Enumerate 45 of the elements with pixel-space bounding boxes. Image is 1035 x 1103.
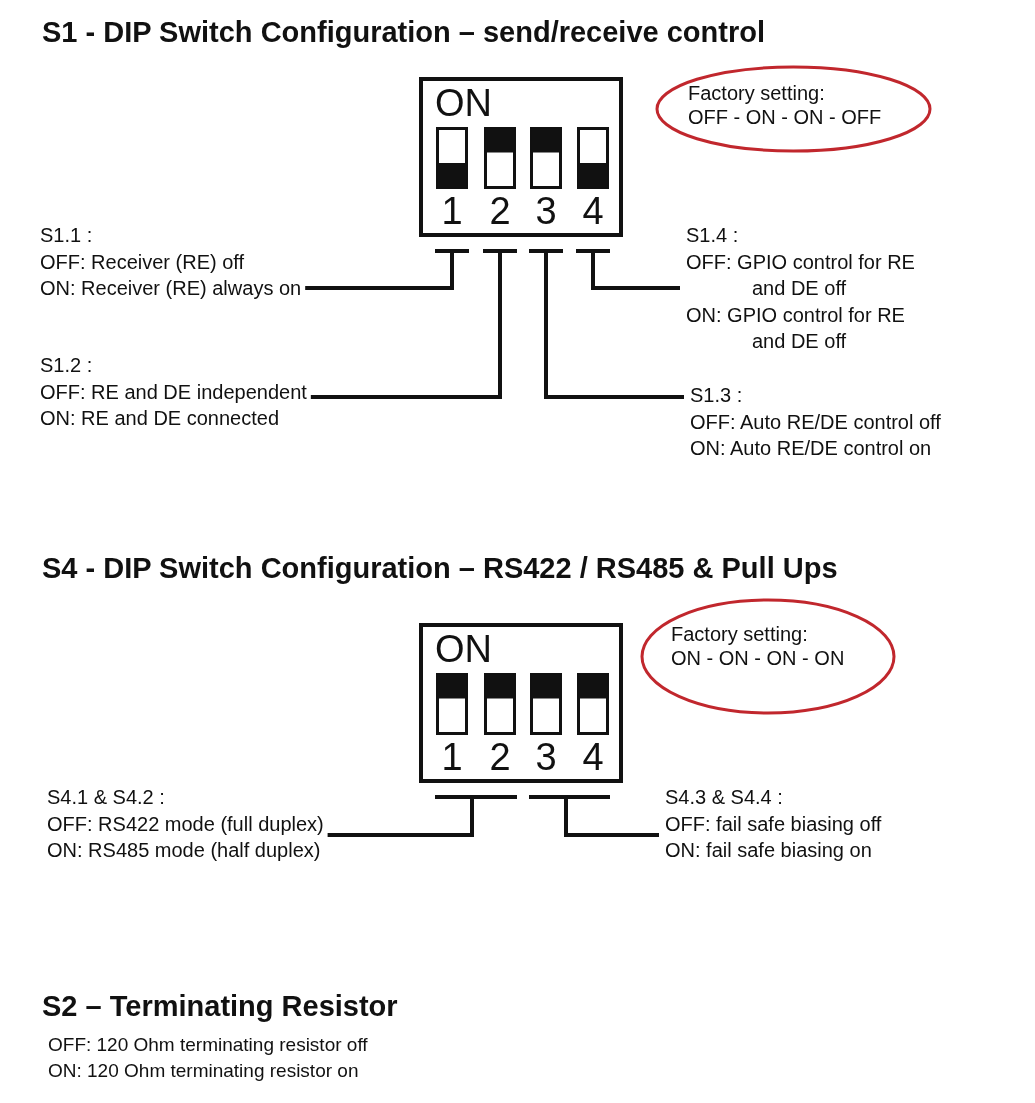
factory-setting-text: OFF - ON - ON - OFF [688, 105, 883, 129]
dip-switch [419, 623, 623, 783]
leader-line [564, 795, 661, 837]
setting-description: ON: GPIO control for RE and DE off [686, 302, 906, 354]
leader-line [308, 249, 519, 399]
switch-label: S1.4 : [686, 223, 740, 248]
dip-switch [419, 77, 623, 237]
setting-description: ON: 120 Ohm terminating resistor on [48, 1060, 359, 1082]
factory-setting-text: ON - ON - ON - ON [671, 646, 846, 670]
setting-description: OFF: fail safe biasing off [665, 811, 882, 837]
switch-label: S1.3 : [690, 383, 744, 408]
switch-number: 3 [535, 737, 557, 777]
switch-number: 2 [489, 191, 511, 231]
setting-description: ON: Receiver (RE) always on [40, 276, 302, 301]
on-label: ON [435, 83, 492, 123]
setting-description: ON: fail safe biasing on [665, 838, 873, 863]
setting-description: OFF: 120 Ohm terminating resistor off [48, 1034, 368, 1056]
leader-line [527, 249, 686, 399]
setting-description: ON: Auto RE/DE control on [690, 436, 933, 461]
section-heading: S2 – Terminating Resistor [42, 990, 398, 1023]
switch-number: 1 [441, 737, 463, 777]
on-label: ON [435, 629, 492, 669]
factory-setting-text: Factory setting: [671, 622, 809, 646]
section-heading: S1 - DIP Switch Configuration – send/receive control [42, 16, 765, 49]
setting-description: OFF: Receiver (RE) off [40, 249, 246, 275]
section-heading: S4 - DIP Switch Configuration – RS422 / RS485 & Pull Ups [42, 552, 838, 585]
switch-label: S4.1 & S4.2 : [47, 785, 166, 810]
setting-description: ON: RS485 mode (half duplex) [47, 838, 322, 863]
switch-number: 1 [441, 191, 463, 231]
setting-description: OFF: Auto RE/DE control off [690, 409, 941, 435]
leader-line [325, 795, 519, 837]
factory-setting-text: Factory setting: [688, 81, 826, 105]
switch-label: S4.3 & S4.4 : [665, 785, 784, 810]
setting-description: OFF: GPIO control for RE and DE off [686, 249, 916, 301]
switch-number: 2 [489, 737, 511, 777]
leader-line [303, 249, 471, 290]
switch-number: 3 [535, 191, 557, 231]
switch-label: S1.1 : [40, 223, 94, 248]
switch-number: 4 [582, 737, 604, 777]
setting-description: OFF: RS422 mode (full duplex) [47, 811, 324, 837]
switch-number: 4 [582, 191, 604, 231]
leader-line [574, 249, 682, 290]
setting-description: OFF: RE and DE independent [40, 379, 307, 405]
setting-description: ON: RE and DE connected [40, 406, 280, 431]
switch-label: S1.2 : [40, 353, 94, 378]
